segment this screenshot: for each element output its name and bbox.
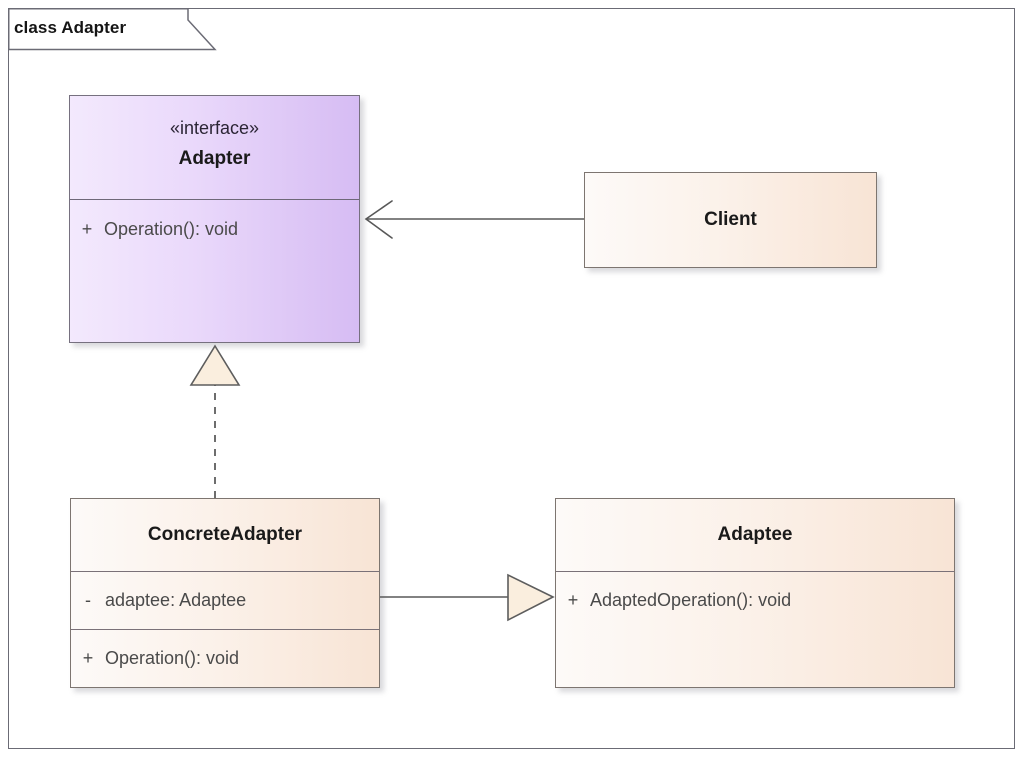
concreteadapter-attribute-row[interactable]: - adaptee: Adaptee	[71, 590, 246, 611]
adapter-operations-compartment: + Operation(): void	[70, 199, 359, 342]
concreteadapter-class-name: ConcreteAdapter	[147, 524, 303, 546]
adapter-class-name: Adapter	[178, 147, 251, 169]
class-box-adaptee[interactable]: Adaptee + AdaptedOperation(): void	[555, 498, 955, 688]
concreteadapter-attributes-compartment: - adaptee: Adaptee	[71, 571, 379, 629]
adaptee-header-compartment: Adaptee	[556, 499, 954, 571]
class-box-adapter[interactable]: «interface» Adapter + Operation(): void	[69, 95, 360, 343]
visibility-marker: +	[81, 219, 93, 239]
adapter-stereotype: «interface»	[169, 118, 260, 138]
concreteadapter-operations-compartment: + Operation(): void	[71, 629, 379, 687]
client-header-compartment: Client	[585, 173, 876, 267]
visibility-marker: +	[82, 648, 94, 668]
adaptee-operation-row[interactable]: + AdaptedOperation(): void	[556, 590, 954, 611]
class-box-client[interactable]: Client	[584, 172, 877, 268]
visibility-marker: -	[85, 590, 91, 610]
client-class-name: Client	[704, 209, 757, 231]
concreteadapter-operation-row[interactable]: + Operation(): void	[71, 648, 239, 669]
operation-signature: Operation(): void	[105, 648, 240, 668]
adaptee-operations-compartment: + AdaptedOperation(): void	[556, 571, 954, 687]
visibility-marker: +	[567, 590, 579, 610]
operation-signature: AdaptedOperation(): void	[590, 590, 792, 610]
adapter-header-compartment: «interface» Adapter	[70, 96, 359, 199]
adapter-operation-row[interactable]: + Operation(): void	[70, 219, 359, 240]
class-box-concreteadapter[interactable]: ConcreteAdapter - adaptee: Adaptee + Ope…	[70, 498, 380, 688]
concreteadapter-header-compartment: ConcreteAdapter	[71, 499, 379, 571]
operation-signature: Operation(): void	[104, 219, 239, 239]
frame-tab	[8, 8, 218, 51]
attribute-signature: adaptee: Adaptee	[105, 590, 247, 610]
adaptee-class-name: Adaptee	[717, 524, 793, 546]
frame-label: class Adapter	[14, 18, 127, 37]
